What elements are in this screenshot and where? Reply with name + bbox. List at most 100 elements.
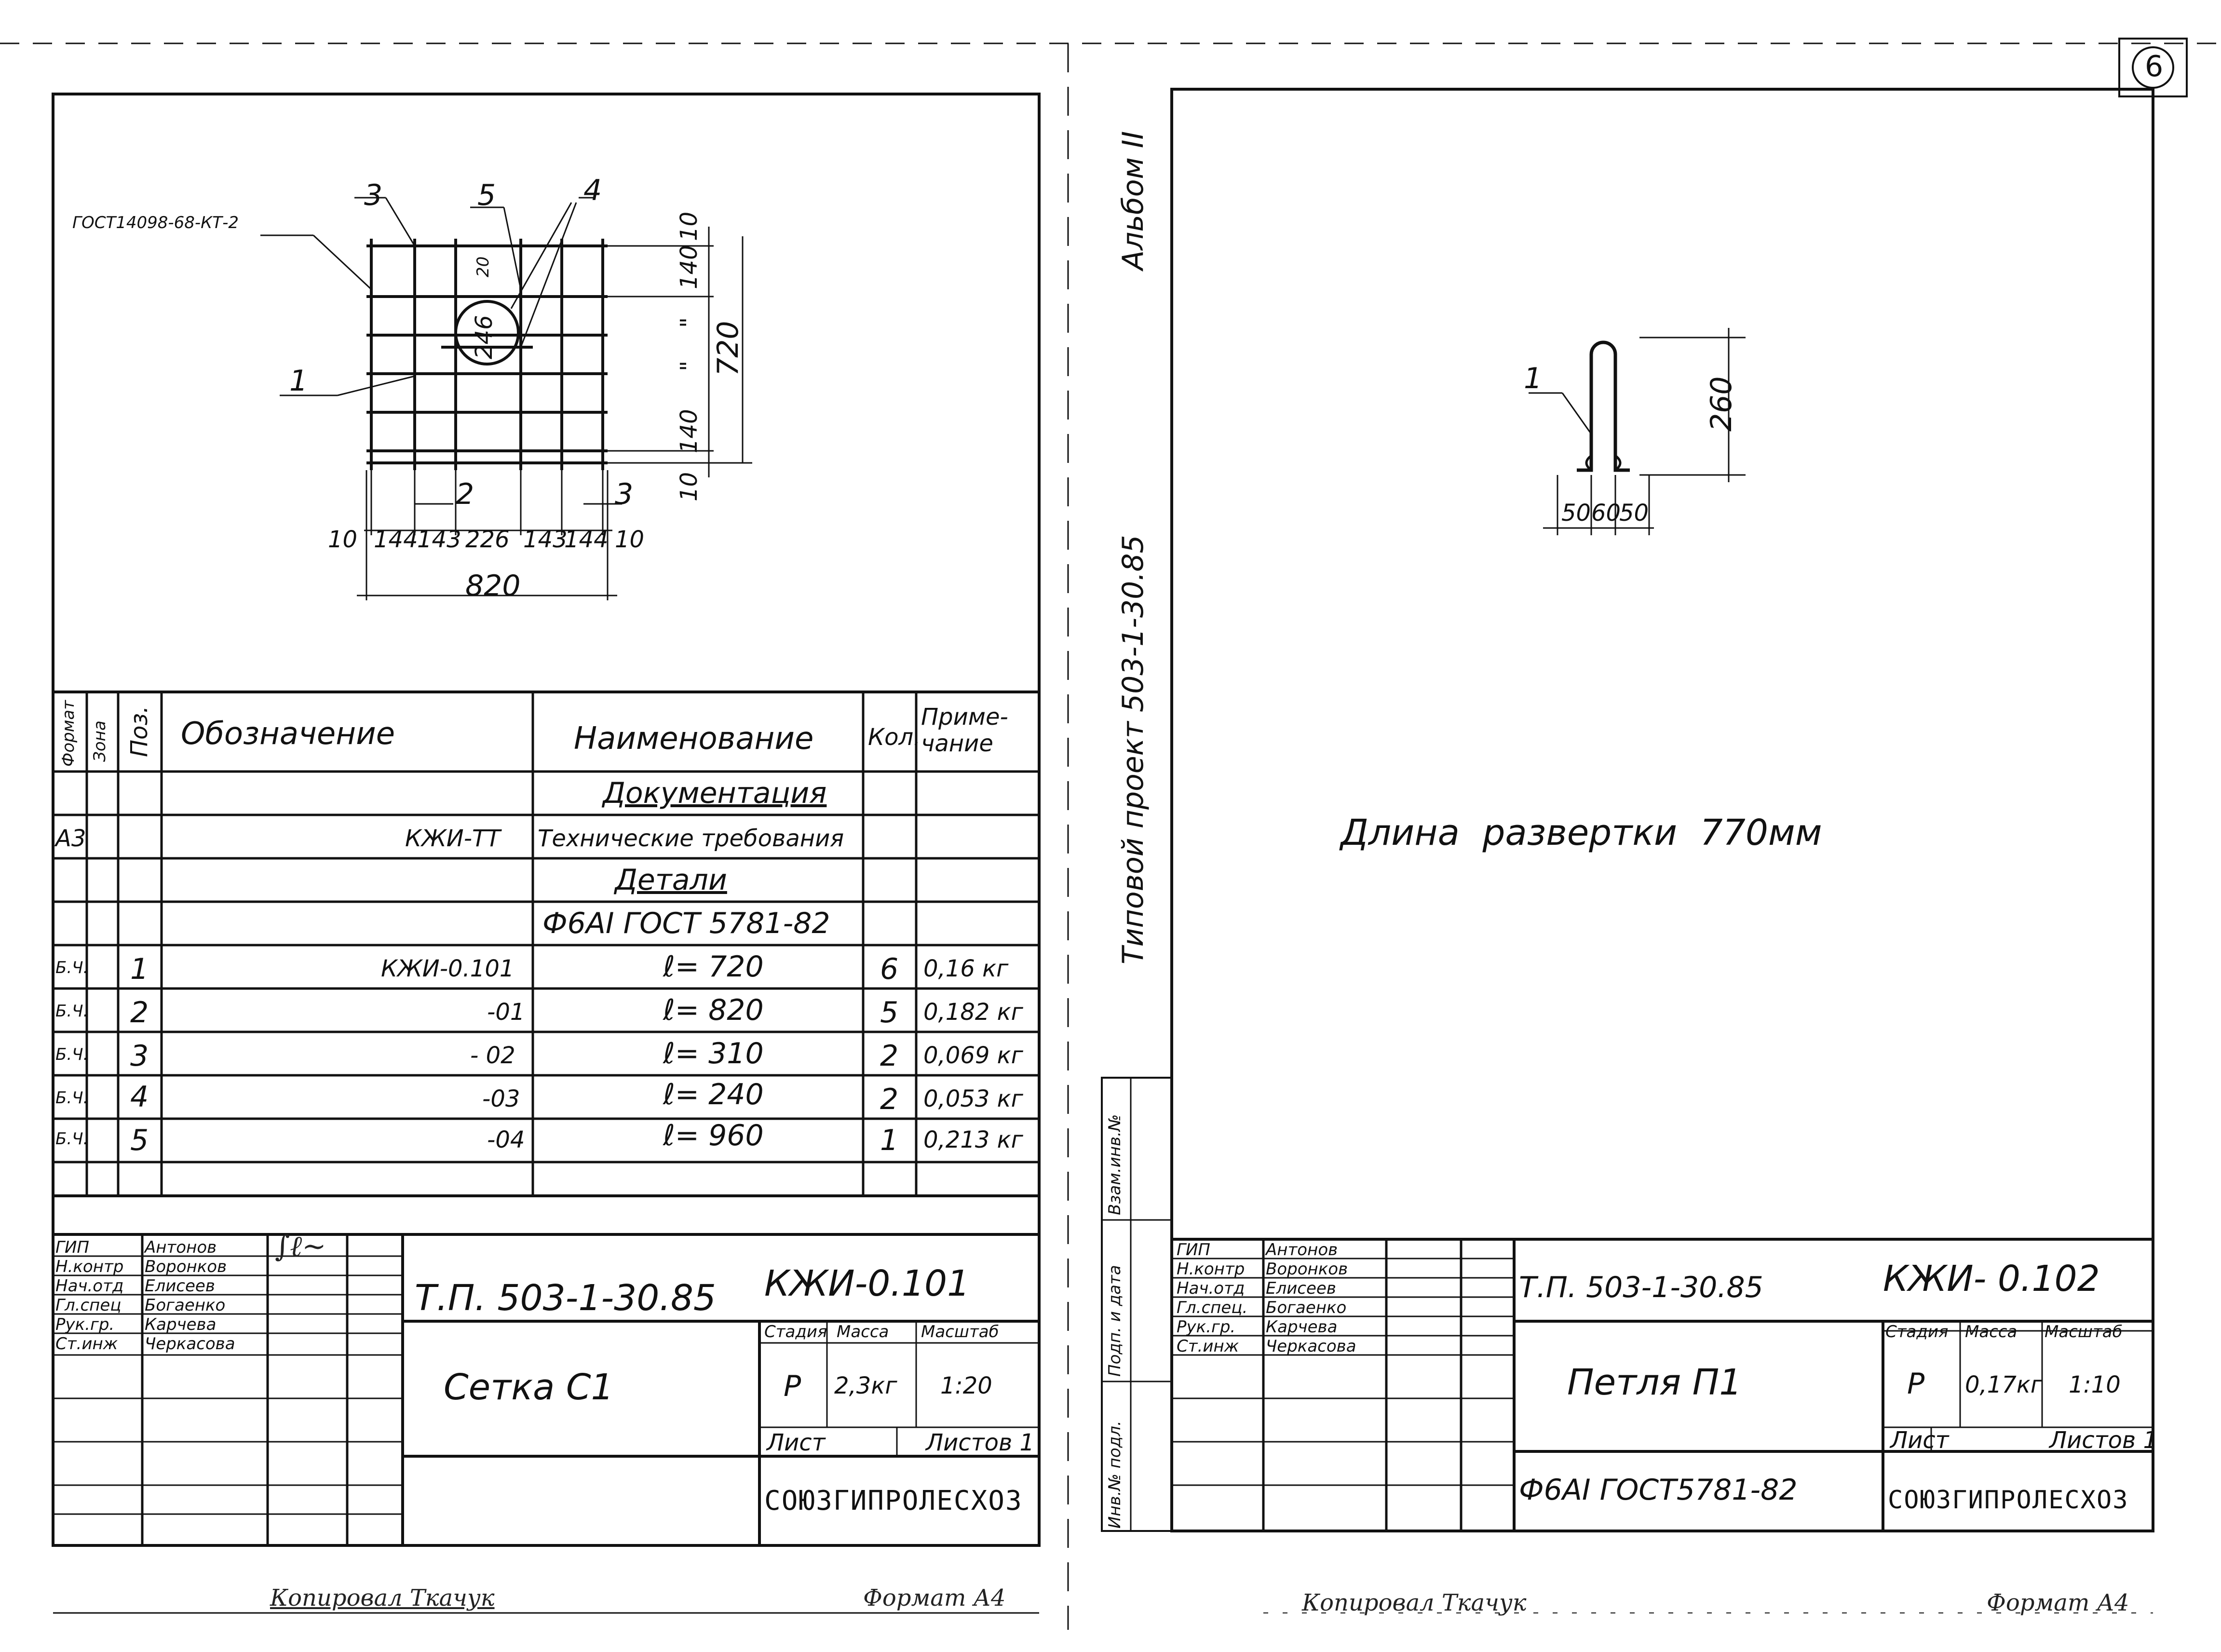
side-stamp-0: Инв.№ подл. bbox=[1105, 1421, 1124, 1529]
row-designation: -03 bbox=[482, 1085, 520, 1112]
overall-height: 720 bbox=[711, 321, 745, 376]
tb-org: СОЮЗГИПРОЛЕСХОЗ bbox=[764, 1485, 1023, 1517]
rtb-sheet-label: Лист bbox=[1890, 1427, 1949, 1454]
row-format: Б.Ч. bbox=[55, 1129, 89, 1149]
row-qty: 5 bbox=[880, 996, 899, 1029]
tb-stage-label: Стадия bbox=[764, 1322, 827, 1341]
row-note: 0,182 кг bbox=[923, 999, 1023, 1026]
pos-5: 5 bbox=[477, 178, 496, 212]
row-format: Б.Ч. bbox=[55, 1045, 89, 1064]
signature: ∫ℓ~ bbox=[275, 1230, 326, 1263]
pos-3-bottom: 3 bbox=[615, 477, 634, 511]
row-qty: 1 bbox=[880, 1124, 899, 1157]
row-pos: 1 bbox=[130, 952, 149, 986]
row-tt-format: А3 bbox=[55, 825, 86, 852]
tb-title: Сетка С1 bbox=[444, 1367, 614, 1408]
row-note: 0,16 кг bbox=[923, 955, 1009, 982]
pos-2: 2 bbox=[456, 477, 474, 511]
rtb-name-5: Черкасова bbox=[1266, 1337, 1356, 1356]
tb-role-1: Н.контр bbox=[55, 1257, 124, 1276]
header-zone: Зона bbox=[90, 720, 109, 762]
tb-sheet-label: Лист bbox=[767, 1429, 826, 1456]
footer-format-right: Формат А4 bbox=[1987, 1589, 2129, 1616]
loop-pos: 1 bbox=[1524, 362, 1543, 395]
rtb-project: Т.П. 503-1-30.85 bbox=[1519, 1271, 1763, 1304]
row-pos: 4 bbox=[130, 1080, 149, 1114]
rtb-scale-label: Масштаб bbox=[2045, 1322, 2123, 1341]
rtb-role-5: Ст.инж bbox=[1177, 1337, 1239, 1356]
loop-dim-2: 50 bbox=[1619, 500, 1649, 527]
rtb-role-3: Гл.спец. bbox=[1177, 1298, 1248, 1317]
right-dim-3: " bbox=[676, 360, 703, 371]
tb-name-0: Антонов bbox=[145, 1238, 217, 1257]
row-qty: 2 bbox=[880, 1083, 899, 1116]
row-designation: -04 bbox=[487, 1126, 525, 1153]
rtb-role-1: Н.контр bbox=[1177, 1259, 1245, 1279]
rtb-code: КЖИ- 0.102 bbox=[1883, 1258, 2100, 1300]
tb-role-4: Рук.гр. bbox=[55, 1315, 115, 1334]
side-stamp-1: Подп. и дата bbox=[1105, 1265, 1124, 1377]
header-qty: Кол. bbox=[868, 724, 921, 751]
tb-mass-label: Масса bbox=[837, 1322, 889, 1341]
side-stamp-2: Взам.инв.№ bbox=[1105, 1114, 1124, 1215]
footer-format: Формат А4 bbox=[863, 1584, 1006, 1611]
rtb-title: Петля П1 bbox=[1567, 1362, 1742, 1403]
top-dim: 20 bbox=[474, 256, 493, 277]
bottom-dim-5: 144 bbox=[564, 526, 609, 553]
overall-width: 820 bbox=[465, 569, 521, 603]
tb-role-3: Гл.спец bbox=[55, 1296, 122, 1315]
rtb-name-3: Богаенко bbox=[1266, 1298, 1347, 1317]
bottom-dim-1: 144 bbox=[374, 526, 418, 553]
right-dim-1: 140 bbox=[676, 245, 703, 289]
rtb-stage-label: Стадия bbox=[1885, 1322, 1949, 1341]
tb-mass: 2,3кг bbox=[834, 1372, 897, 1399]
tb-role-2: Нач.отд bbox=[55, 1276, 124, 1296]
pos-1: 1 bbox=[289, 364, 308, 398]
rtb-name-1: Воронков bbox=[1266, 1259, 1348, 1279]
rtb-material: Ф6АI ГОСТ5781-82 bbox=[1519, 1473, 1798, 1507]
row-qty: 2 bbox=[880, 1039, 899, 1073]
tb-scale-label: Масштаб bbox=[921, 1322, 999, 1341]
length-note: Длина развертки 770мм bbox=[1341, 812, 1822, 853]
row-designation: - 02 bbox=[470, 1042, 515, 1069]
header-designation: Обозначение bbox=[181, 716, 395, 752]
bottom-dim-4: 143 bbox=[523, 526, 568, 553]
row-name: ℓ= 240 bbox=[663, 1078, 764, 1111]
tb-role-5: Ст.инж bbox=[55, 1334, 118, 1354]
rtb-mass-label: Масса bbox=[1965, 1322, 2018, 1341]
bottom-dim-6: 10 bbox=[615, 526, 645, 553]
rtb-org: СОЮЗГИПРОЛЕСХОЗ bbox=[1888, 1486, 2129, 1515]
project-vertical: Типовой проект 503-1-30.85 bbox=[1116, 535, 1150, 964]
row-material: Ф6АI ГОСТ 5781-82 bbox=[542, 907, 830, 940]
row-qty: 6 bbox=[880, 952, 899, 986]
header-pos: Поз. bbox=[126, 705, 153, 757]
tb-code: КЖИ-0.101 bbox=[764, 1263, 970, 1304]
rtb-role-0: ГИП bbox=[1177, 1240, 1210, 1259]
row-format: Б.Ч. bbox=[55, 958, 89, 977]
loop-dim-0: 50 bbox=[1561, 500, 1591, 527]
right-dim-0: 10 bbox=[676, 211, 703, 241]
row-format: Б.Ч. bbox=[55, 1002, 89, 1021]
rtb-role-2: Нач.отд bbox=[1177, 1279, 1245, 1298]
footer-copied: Копировал Ткачук bbox=[270, 1584, 495, 1611]
header-name: Наименование bbox=[574, 721, 814, 757]
footer-copied-right: Копировал Ткачук bbox=[1302, 1589, 1527, 1616]
section-parts: Детали bbox=[615, 863, 727, 897]
right-dim-5: 10 bbox=[676, 472, 703, 501]
album-label: Альбом II bbox=[1116, 131, 1150, 270]
row-pos: 5 bbox=[130, 1124, 149, 1157]
tb-name-5: Черкасова bbox=[145, 1334, 235, 1354]
rtb-name-4: Карчева bbox=[1266, 1317, 1338, 1337]
sheet-number: 6 bbox=[2145, 50, 2164, 83]
tb-project: Т.П. 503-1-30.85 bbox=[415, 1277, 716, 1319]
tb-scale: 1:20 bbox=[940, 1372, 992, 1399]
loop-dim-1: 60 bbox=[1591, 500, 1621, 527]
section-documentation: Документация bbox=[603, 776, 827, 810]
pos-4: 4 bbox=[583, 174, 602, 207]
rtb-mass: 0,17кг bbox=[1965, 1371, 2043, 1398]
row-pos: 3 bbox=[130, 1039, 149, 1073]
row-pos: 2 bbox=[130, 996, 149, 1029]
row-name: ℓ= 310 bbox=[663, 1037, 764, 1070]
bottom-dim-0: 10 bbox=[328, 526, 358, 553]
row-name: ℓ= 820 bbox=[663, 993, 764, 1027]
